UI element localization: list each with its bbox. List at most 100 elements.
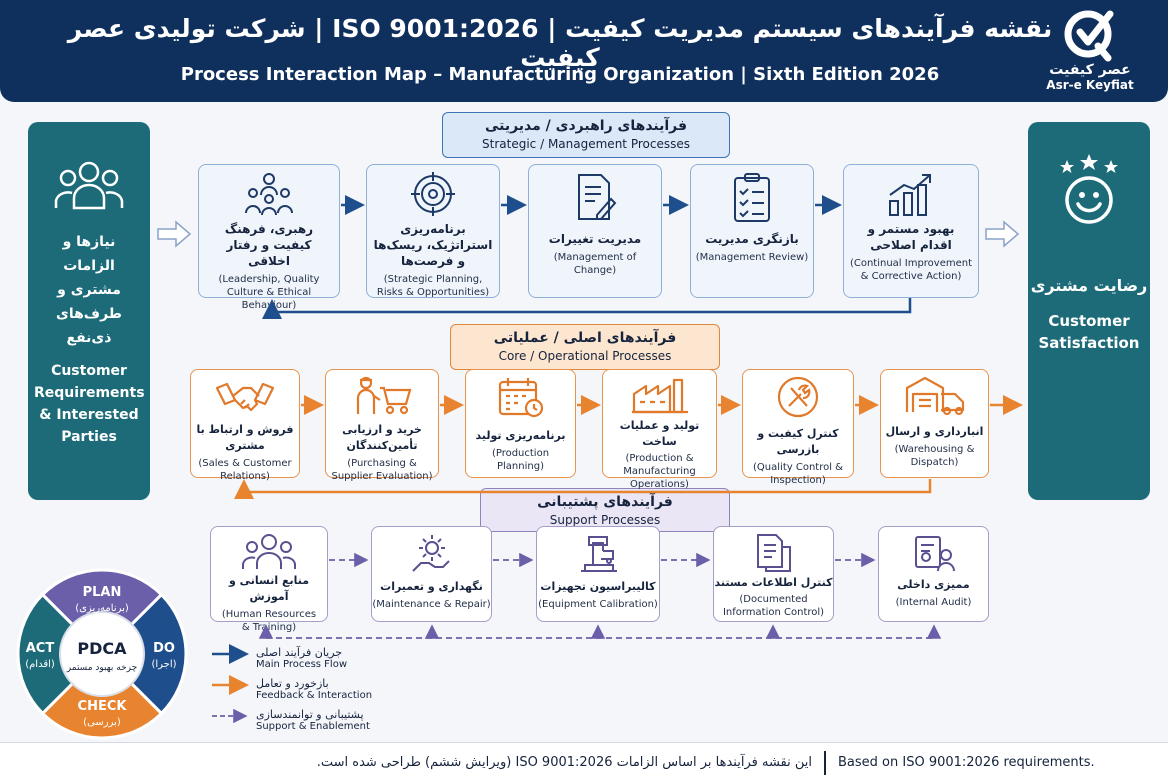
production-planning-fa: برنامه‌ریزی تولید (475, 429, 566, 442)
warehousing-en: (Warehousing & Dispatch) (894, 444, 975, 468)
production-planning-en: (Production Planning) (491, 448, 550, 472)
change-fa: مدیریت تغییرات (548, 232, 642, 246)
logo-name-fa: عصر کیفیت (1049, 62, 1131, 78)
smiley-stars-icon (1060, 154, 1118, 224)
quality-control-en: (Quality Control & Inspection) (753, 462, 843, 486)
document-edit-icon (578, 174, 617, 220)
customer-requirements-panel: نیازها و الزامات مشتری و طرف‌های ذی‌نفع … (28, 122, 150, 500)
sales-fa: فروش و ارتباط با مشتری (196, 423, 294, 452)
footer: این نقشه فرآیندها بر اساس الزامات ISO 90… (0, 742, 1168, 784)
pdca-do-label: DO (153, 641, 175, 656)
logo-name-en: Asr-e Keyfiat (1046, 78, 1134, 92)
audit-icon (914, 536, 955, 572)
change-en: (Management of Change) (553, 252, 637, 276)
support-title-en: Support Processes (549, 513, 661, 527)
customer-satisfaction-fa: رضایت مشتری (1030, 276, 1148, 295)
strategic-title-en: Strategic / Management Processes (482, 137, 690, 151)
hr-en: (Human Resources & Training) (221, 609, 317, 633)
page-title-en: Process Interaction Map – Manufacturing … (180, 64, 940, 85)
quality-control-fa: کنترل کیفیت و بازرسی (757, 427, 839, 456)
pdca-check-fa: (بررسی) (83, 717, 121, 728)
people-group-icon (54, 161, 124, 210)
documents-en: (Documented Information Control) (722, 594, 825, 618)
leadership-en: (Leadership, Quality Culture & Ethical B… (218, 274, 320, 311)
legend-feedback: بازخورد و تعامل Feedback & Interaction (256, 677, 456, 701)
purchasing-fa: خرید و ارزیابی تأمین‌کنندگان (342, 423, 422, 452)
legend-feedback-en: Feedback & Interaction (256, 690, 373, 701)
handshake-icon (215, 382, 275, 412)
pdca-plan-segment (100, 568, 188, 656)
support-box-hr: منابع انسانی و آموزش (Human Resources & … (210, 526, 328, 633)
warehouse-truck-icon (905, 376, 964, 416)
gear-hand-icon (411, 535, 450, 572)
manufacturing-fa: تولید و عملیات ساخت (619, 419, 700, 448)
legend-support-en: Support & Enablement (256, 721, 370, 732)
footer-note-en: Based on ISO 9001:2026 requirements. (838, 755, 1095, 770)
pdca-plan-fa: (برنامه‌ریزی) (75, 603, 129, 614)
planning-fa: برنامه‌ریزی استراتژیک، ریسک‌ها و فرصت‌ها (373, 222, 493, 268)
review-fa: بازنگری مدیریت (705, 232, 799, 246)
core-box-sales: فروش و ارتباط با مشتری (Sales & Customer… (190, 369, 300, 482)
calibration-en: (Equipment Calibration) (538, 599, 658, 610)
legend-main-flow: جریان فرآیند اصلی Main Process Flow (256, 646, 456, 670)
input-arrow-icon (157, 220, 192, 248)
leadership-team-icon (245, 173, 293, 216)
audit-en: (Internal Audit) (895, 597, 972, 608)
tools-icon (777, 376, 819, 418)
support-box-calibration: کالیبراسیون تجهیزات (Equipment Calibrati… (536, 526, 660, 622)
customer-requirements-en: Customer Requirements & Interested Parti… (34, 363, 145, 445)
planning-en: (Strategic Planning, Risks & Opportuniti… (376, 274, 490, 298)
strategic-title-fa: فرآیندهای راهبردی / مدیریتی (484, 118, 688, 134)
target-icon (411, 172, 455, 216)
calibration-fa: کالیبراسیون تجهیزات (540, 580, 656, 593)
pdca-check-label: CHECK (78, 699, 128, 714)
strategic-section-header: فرآیندهای راهبردی / مدیریتی Strategic / … (442, 112, 730, 158)
core-box-production-planning: برنامه‌ریزی تولید (Production Planning) (465, 369, 576, 478)
legend-support-fa: پشتیبانی و توانمندسازی (256, 708, 364, 721)
pdca-center-fa: چرخه بهبود مستمر (66, 663, 137, 673)
strategic-box-review: بازنگری مدیریت (Management Review) (690, 164, 814, 298)
legend-feedback-fa: بازخورد و تعامل (256, 677, 329, 690)
pdca-act-label: ACT (26, 641, 55, 656)
strategic-box-improvement: بهبود مستمر و اقدام اصلاحی (Continual Im… (843, 164, 979, 298)
pdca-do-segment (100, 652, 188, 740)
support-box-audit: ممیزی داخلی (Internal Audit) (878, 526, 989, 622)
people-group-icon (242, 534, 296, 569)
sales-en: (Sales & Customer Relations) (198, 458, 292, 482)
improvement-en: (Continual Improvement & Corrective Acti… (849, 258, 973, 282)
core-title-en: Core / Operational Processes (498, 349, 672, 363)
checklist-icon (734, 173, 770, 222)
core-box-quality-control: کنترل کیفیت و بازرسی (Quality Control & … (742, 369, 854, 486)
warehousing-fa: انبارداری و ارسال (885, 425, 984, 438)
customer-satisfaction-en: Customer Satisfaction (1038, 312, 1140, 352)
strategic-box-planning: برنامه‌ریزی استراتژیک، ریسک‌ها و فرصت‌ها… (366, 164, 500, 298)
pdca-plan-label: PLAN (83, 585, 122, 600)
microscope-icon (581, 536, 617, 572)
support-box-documents: کنترل اطلاعات مستند (Documented Informat… (713, 526, 834, 622)
improvement-fa: بهبود مستمر و اقدام اصلاحی (867, 222, 955, 252)
legend-main-flow-fa: جریان فرآیند اصلی (256, 646, 343, 659)
core-box-manufacturing: تولید و عملیات ساخت (Production & Manufa… (602, 369, 717, 490)
hr-fa: منابع انسانی و آموزش (228, 574, 310, 603)
pdca-act-fa: (اقدام) (25, 659, 55, 670)
core-box-warehousing: انبارداری و ارسال (Warehousing & Dispatc… (880, 369, 989, 478)
legend-support: پشتیبانی و توانمندسازی Support & Enablem… (256, 708, 456, 732)
footer-note-fa: این نقشه فرآیندها بر اساس الزامات ISO 90… (316, 755, 812, 770)
documents-fa: کنترل اطلاعات مستند (714, 576, 833, 589)
factory-icon (631, 378, 688, 414)
manufacturing-en: (Production & Manufacturing Operations) (623, 453, 696, 490)
core-title-fa: فرآیندهای اصلی / عملیاتی (493, 330, 677, 346)
strategic-box-leadership: رهبری، فرهنگ کیفیت و رفتار اخلاقی (Leade… (198, 164, 340, 311)
footer-separator (824, 751, 826, 775)
page-title-fa: نقشه فرآیندهای سیستم مدیریت کیفیت | ISO … (67, 14, 1053, 72)
review-en: (Management Review) (695, 252, 809, 263)
logo-q-check-icon (1064, 10, 1114, 62)
customer-requirements-fa: نیازها و الزامات مشتری و طرف‌های ذی‌نفع (56, 234, 122, 346)
support-box-maintenance: نگهداری و تعمیرات (Maintenance & Repair) (371, 526, 492, 622)
support-title-fa: فرآیندهای پشتیبانی (537, 494, 673, 510)
pdca-center-label: PDCA (77, 639, 127, 658)
leadership-fa: رهبری، فرهنگ کیفیت و رفتار اخلاقی (224, 222, 314, 268)
purchasing-en: (Purchasing & Supplier Evaluation) (331, 458, 433, 482)
pdca-cycle-diagram: PDCA چرخه بهبود مستمر PLAN (برنامه‌ریزی)… (16, 568, 188, 740)
documents-icon (756, 534, 791, 572)
